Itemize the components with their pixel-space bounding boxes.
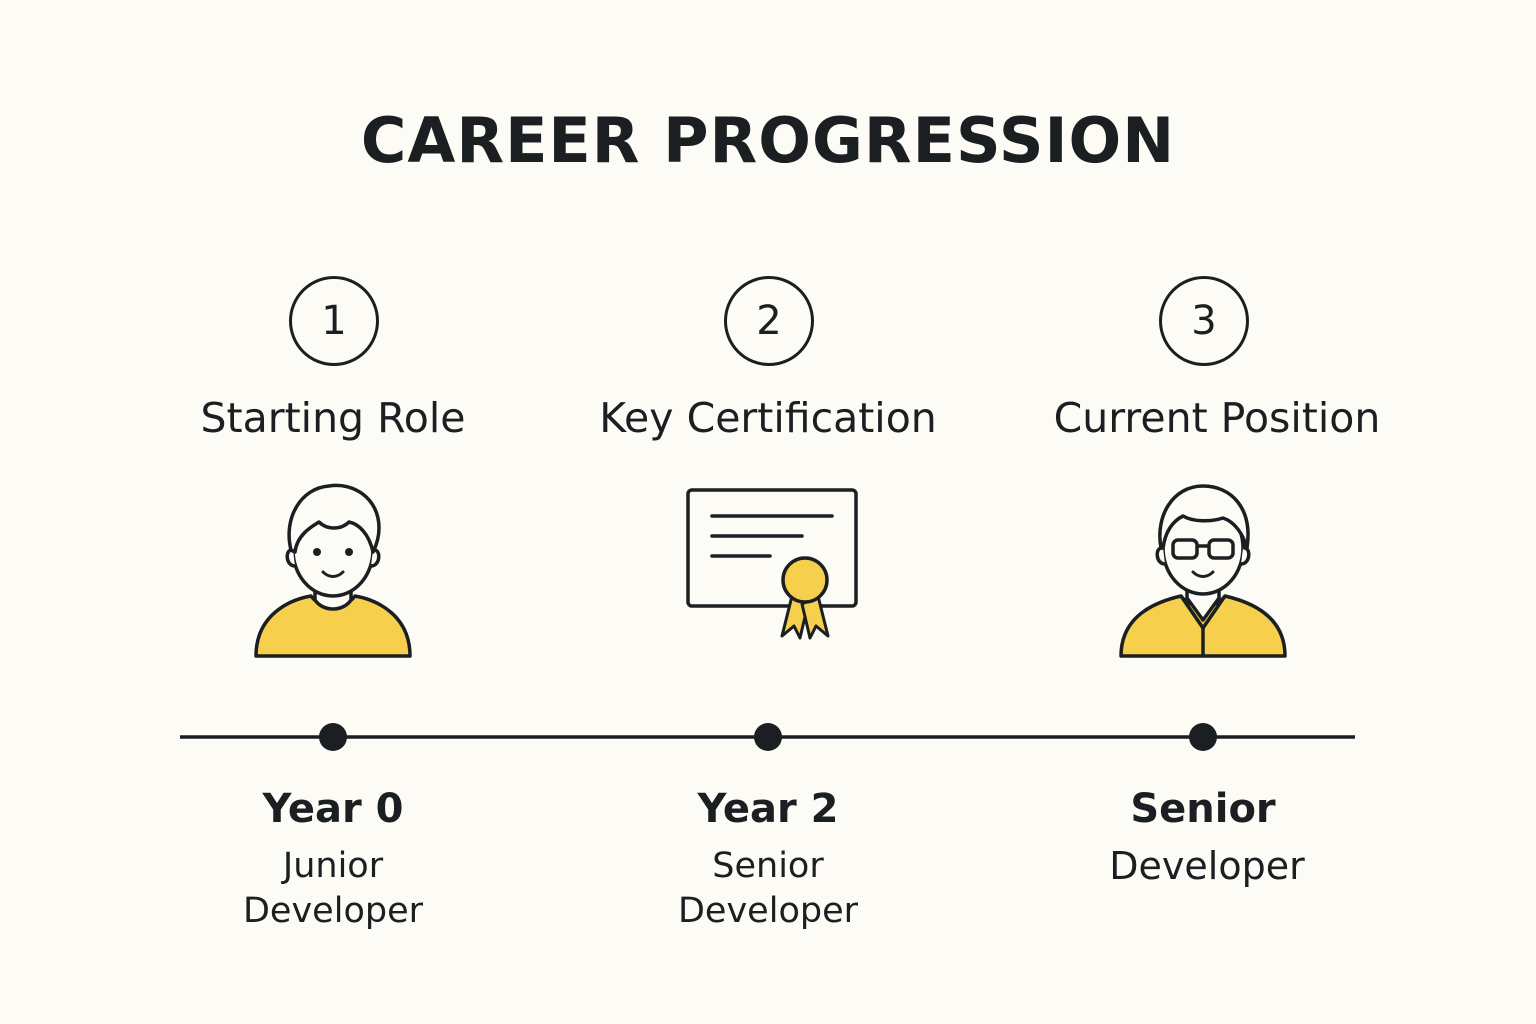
step-label: Current Position <box>1053 394 1381 442</box>
role-label: Senior Developer <box>677 846 858 931</box>
certificate-icon <box>668 478 868 668</box>
milestone-label: Year 2 <box>697 786 839 832</box>
step-number-badge: 3 <box>1159 276 1249 366</box>
milestone-label: Senior <box>1130 786 1276 832</box>
page-title: CAREER PROGRESSION <box>360 104 1176 177</box>
step-label: Key Certification <box>599 394 937 442</box>
milestone-label: Year 0 <box>262 786 404 832</box>
role-label: Junior Developer <box>242 846 423 931</box>
junior-person-icon <box>233 478 433 668</box>
step-starting-role: 1 Starting Role Year 0 Junior Developer <box>113 0 553 1024</box>
step-number-badge: 2 <box>724 276 814 366</box>
step-key-certification: 2 Key Certification Year 2 Senior Develo… <box>548 0 988 1024</box>
senior-person-with-glasses-icon <box>1103 478 1303 668</box>
step-current-position: 3 Current Position Senior Developer <box>983 0 1423 1024</box>
role-label: Developer <box>1109 844 1305 888</box>
step-label: Starting Role <box>200 394 466 442</box>
step-number-badge: 1 <box>289 276 379 366</box>
